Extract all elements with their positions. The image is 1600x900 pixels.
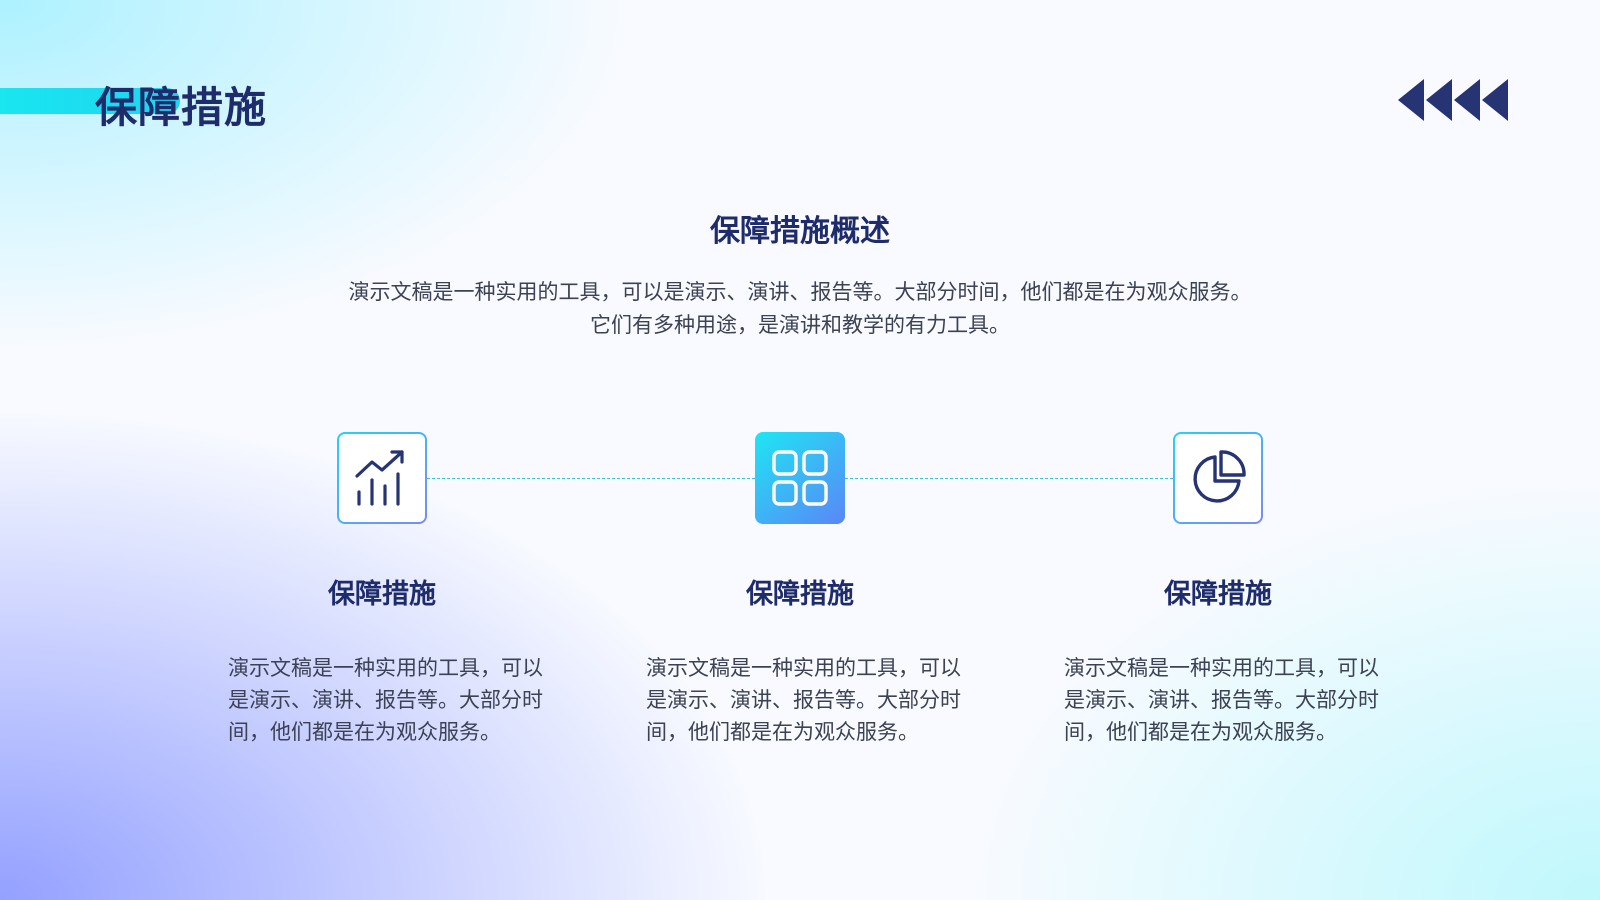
card-3-text: 演示文稿是一种实用的工具，可以是演示、演讲、报告等。大部分时间，他们都是在为观众… xyxy=(1064,656,1379,744)
card-2-title: 保障措施 xyxy=(746,579,854,610)
overview-title: 保障措施概述 xyxy=(710,214,890,249)
title-accent-bar xyxy=(0,88,180,114)
card-1-icon-box xyxy=(337,432,427,524)
overview-description-line-1: 演示文稿是一种实用的工具，可以是演示、演讲、报告等。大部分时间，他们都是在为观众… xyxy=(348,280,1252,304)
bar-chart-trend-icon xyxy=(355,450,404,506)
card-3-title: 保障措施 xyxy=(1164,579,1272,610)
connector-line-right xyxy=(845,478,1173,479)
card-2-icon-box xyxy=(755,432,845,524)
card-2-text: 演示文稿是一种实用的工具，可以是演示、演讲、报告等。大部分时间，他们都是在为观众… xyxy=(646,656,961,744)
card-1-title: 保障措施 xyxy=(328,579,436,610)
card-3-icon-box xyxy=(1173,432,1263,524)
card-1-text: 演示文稿是一种实用的工具，可以是演示、演讲、报告等。大部分时间，他们都是在为观众… xyxy=(228,656,543,744)
page-title: 保障措施 xyxy=(95,83,268,132)
grid-icon xyxy=(772,450,828,506)
double-chevron-left-icon xyxy=(1398,79,1508,121)
connector-line-left xyxy=(427,478,755,479)
overview-description-line-2: 它们有多种用途，是演讲和教学的有力工具。 xyxy=(590,313,1010,337)
overview-description: 演示文稿是一种实用的工具，可以是演示、演讲、报告等。大部分时间，他们都是在为观众… xyxy=(250,276,1350,342)
pie-chart-icon xyxy=(1193,450,1246,503)
